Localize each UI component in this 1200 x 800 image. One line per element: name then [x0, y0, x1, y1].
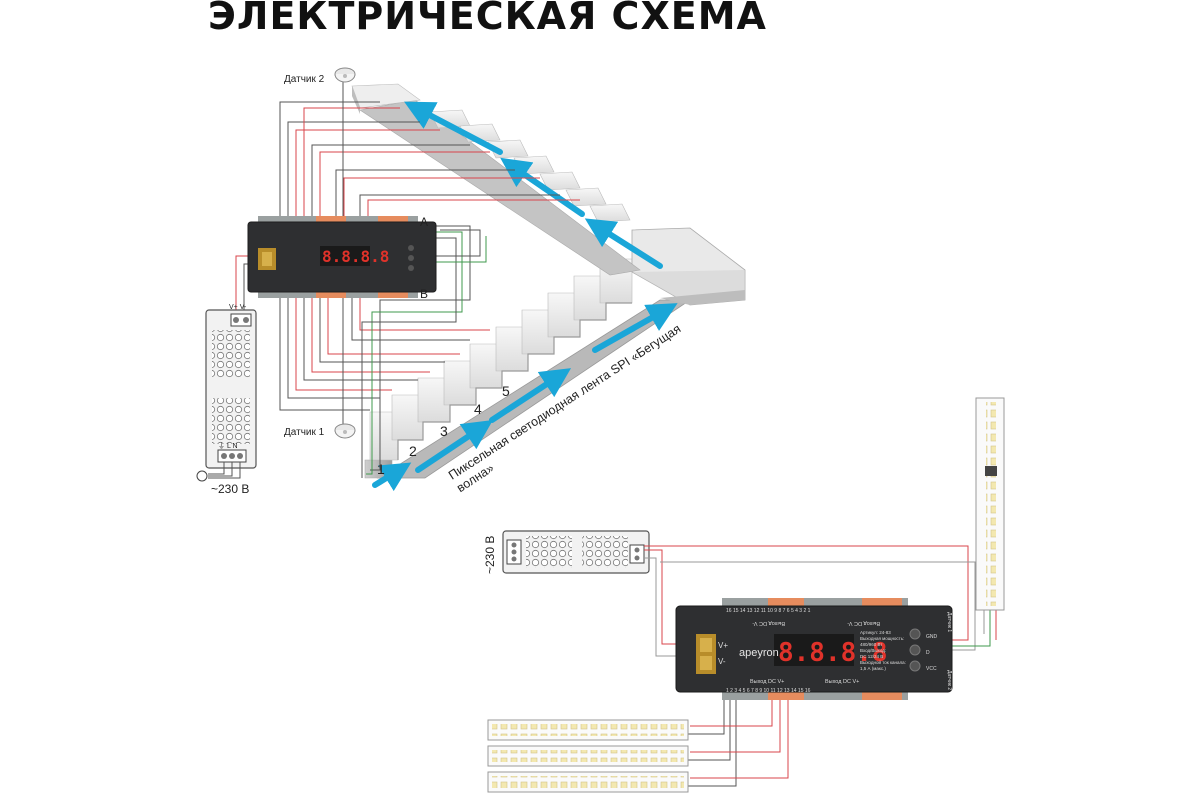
port-b-label: B — [420, 287, 428, 301]
out-bottom-label-1: Выход DC V+ — [750, 679, 784, 685]
sensor-1-label: Датчик 1 — [284, 427, 325, 438]
side-sensor1: Датчик 1 — [946, 612, 952, 632]
step-number-2: 2 — [409, 443, 417, 459]
spec-line-6: Выходной ток канала: — [860, 659, 906, 665]
sensor-1 — [334, 423, 356, 439]
sensor-2 — [334, 67, 356, 83]
psu-small-out-terminals: V+ V- — [229, 304, 247, 311]
spec-line-4: Вход/Выход: — [860, 648, 886, 653]
port-a-label: A — [420, 215, 428, 229]
spec-line-5: DC 12/24 В — [860, 654, 883, 659]
side-gnd: GND — [926, 634, 938, 640]
step-number-1: 1 — [377, 461, 385, 477]
ground-icon — [196, 470, 208, 482]
side-vcc: VCC — [926, 666, 937, 672]
step-number-3: 3 — [440, 423, 448, 439]
direction-arrows — [372, 101, 678, 492]
step-number-5: 5 — [502, 383, 510, 399]
led-strip-2 — [487, 745, 689, 767]
psu-small-mains-wires — [208, 462, 241, 479]
mains-right-label: ~230 В — [483, 536, 497, 574]
spec-line-7: 1,5 А (макс.) — [860, 666, 886, 671]
step-number-4: 4 — [474, 401, 482, 417]
controller-large — [675, 598, 953, 700]
psu-small — [205, 309, 257, 469]
spec-line-3: 480/960 Вт — [860, 642, 882, 647]
controller-small: 8.8.8.8 — [247, 216, 437, 298]
spec-line-2: Выходная мощность: — [860, 636, 904, 641]
side-sensor2: Датчик 2 — [946, 670, 952, 690]
pixel-strip-vertical — [975, 397, 1005, 611]
brand-logo: apeyron — [739, 647, 779, 659]
mains-left-label: ~230 В — [211, 482, 249, 496]
out-bottom-label-2: Выход DC V+ — [825, 679, 859, 685]
page-title: ЭЛЕКТРИЧЕСКАЯ СХЕМА — [208, 0, 767, 38]
led-strip-1 — [487, 719, 689, 741]
small-display: 8.8.8.8 — [322, 247, 389, 266]
side-d: D — [926, 650, 930, 656]
large-display: 8.8.8.8 — [778, 638, 888, 668]
out-top-label-2: Выход DC V- — [847, 620, 880, 626]
psu-large — [502, 530, 650, 574]
sensor-2-label: Датчик 2 — [284, 74, 325, 85]
psu-small-in-terminals: ⏚ L N — [218, 442, 238, 450]
bottom-wiring — [644, 545, 997, 787]
spec-line-1: Артикул: 24-83 — [860, 630, 891, 635]
pins-top-label: 16 15 14 13 12 11 10 9 8 7 6 5 4 3 2 1 — [726, 608, 811, 614]
led-strip-3 — [487, 771, 689, 793]
out-top-label-1: Выход DC V- — [752, 620, 785, 626]
vminus-label: V- — [718, 657, 726, 666]
vplus-label: V+ — [718, 641, 728, 650]
top-wiring — [235, 80, 580, 478]
pins-bottom-label: 1 2 3 4 5 6 7 8 9 10 11 12 13 14 15 16 — [726, 688, 811, 694]
spec-block: Артикул: 24-83 Выходная мощность: 480/96… — [860, 630, 906, 671]
